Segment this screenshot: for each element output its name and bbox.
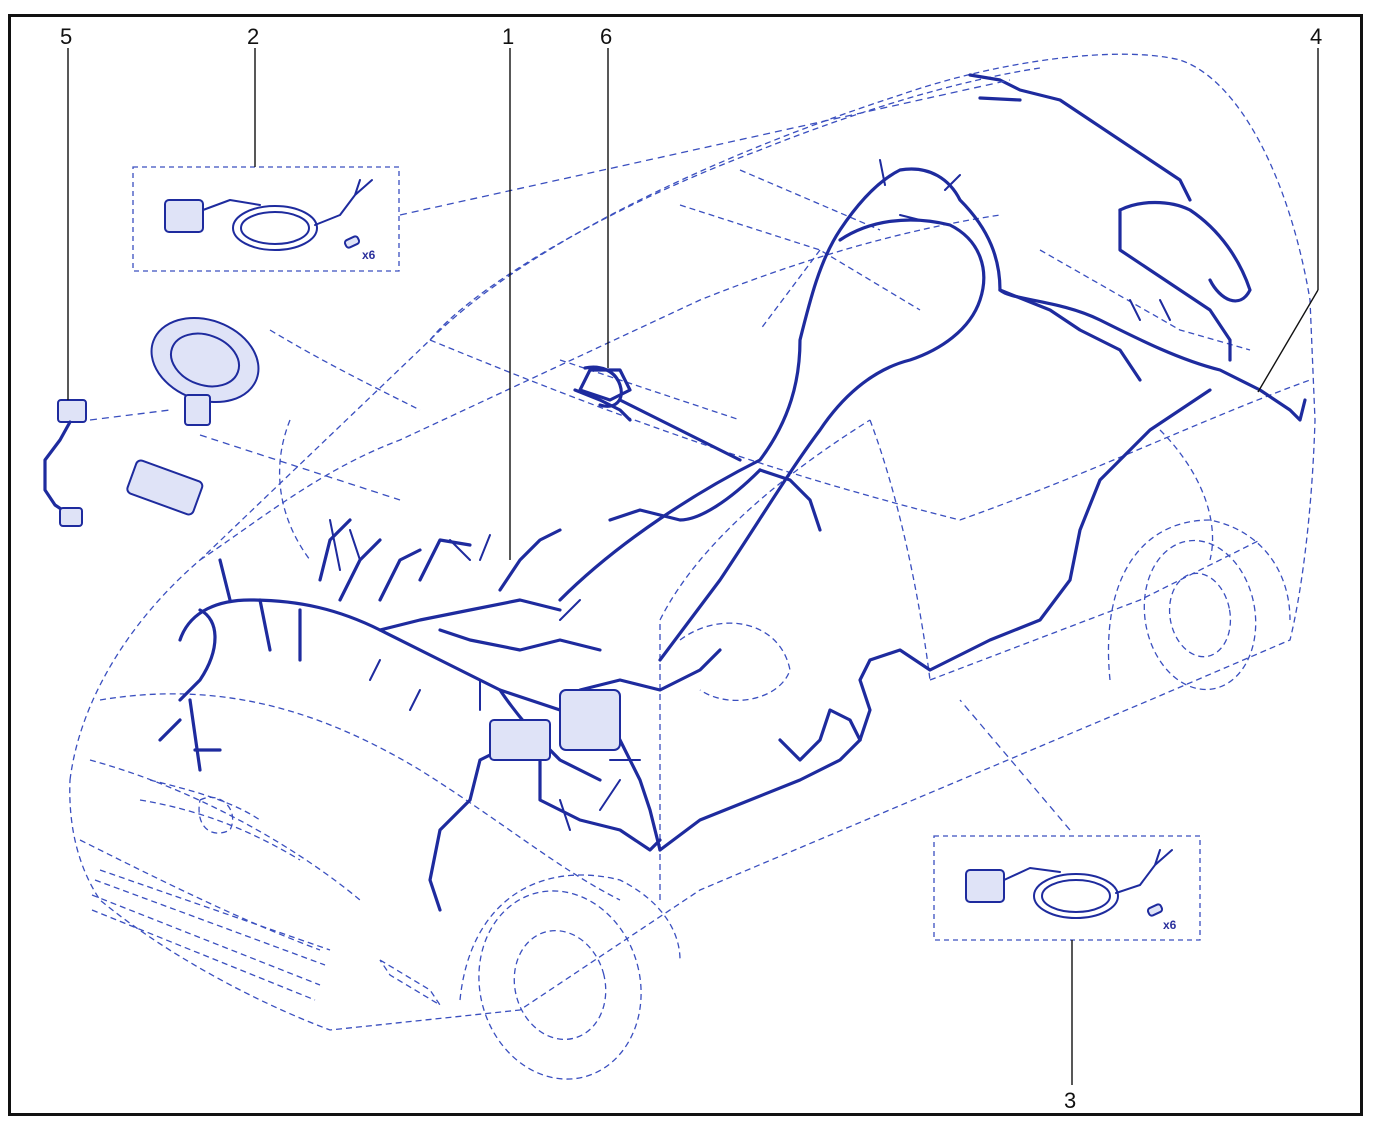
connector-harness-6: [573, 365, 632, 422]
callout-leaders: [67, 48, 1319, 1085]
car-body-outline: [69, 53, 1316, 1080]
callout-3: 3: [1064, 1088, 1076, 1113]
junction-box: [489, 719, 551, 761]
callout-2: 2: [247, 24, 259, 49]
sensor-harness-5: [43, 399, 401, 527]
main-harness: [158, 518, 722, 912]
callout-1: 1: [502, 24, 514, 49]
engine-connector-block: [559, 689, 621, 751]
diagram-frame: [8, 14, 1363, 1116]
callout-4: 4: [1310, 24, 1322, 49]
steering-rotary-switch: [150, 316, 260, 426]
steering-angle-sensor: [126, 459, 204, 516]
callout-5: 5: [60, 24, 72, 49]
repair-kit-2: x6: [132, 79, 1011, 272]
callout-6: 6: [600, 24, 612, 49]
repair-kit-3: x6: [933, 699, 1201, 941]
body-harness: [558, 73, 1307, 852]
kit-2-quantity: x6: [362, 248, 376, 262]
kit-3-quantity: x6: [1163, 918, 1177, 932]
